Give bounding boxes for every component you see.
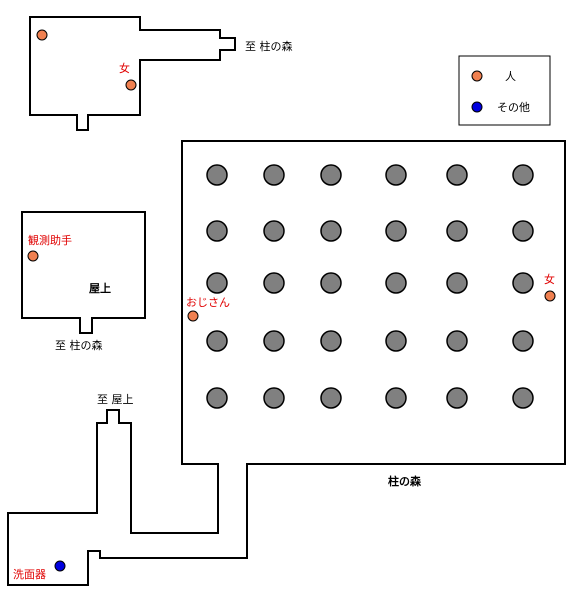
pillar-r3-c4 bbox=[385, 272, 407, 294]
pillar-r2-c3 bbox=[320, 220, 342, 242]
pillar-r1-c5 bbox=[446, 164, 468, 186]
pillar-r4-c2 bbox=[263, 330, 285, 352]
washroom-label: 洗面器 bbox=[13, 568, 46, 581]
pillar-r3-c1 bbox=[206, 272, 228, 294]
pillar-r5-c2 bbox=[263, 387, 285, 409]
rooftop-name-label: 屋上 bbox=[89, 281, 111, 295]
pillar-r1-c4 bbox=[385, 164, 407, 186]
person-marker-room1-a bbox=[36, 29, 48, 41]
room1-woman-label: 女 bbox=[119, 61, 130, 75]
forest-uncle-label: おじさん bbox=[186, 296, 230, 309]
pillar-r4-c1 bbox=[206, 330, 228, 352]
person-marker-assistant bbox=[27, 250, 39, 262]
room-1-walls bbox=[29, 16, 236, 131]
pillar-r5-c3 bbox=[320, 387, 342, 409]
pillar-r2-c1 bbox=[206, 220, 228, 242]
legend-other-icon bbox=[471, 101, 483, 113]
pillar-r2-c6 bbox=[512, 220, 534, 242]
pillar-r1-c6 bbox=[512, 164, 534, 186]
pillar-r2-c4 bbox=[385, 220, 407, 242]
person-marker-room1-woman bbox=[125, 79, 137, 91]
other-marker-washroom bbox=[54, 560, 66, 572]
pillar-r3-c3 bbox=[320, 272, 342, 294]
corridor-exit-label: 至 屋上 bbox=[97, 393, 134, 406]
forest-name-label: 柱の森 bbox=[388, 474, 422, 488]
legend-box bbox=[458, 55, 551, 126]
rooftop-walls bbox=[21, 211, 146, 334]
pillar-r1-c2 bbox=[263, 164, 285, 186]
legend-other-label: その他 bbox=[497, 101, 530, 114]
pillar-r5-c5 bbox=[446, 387, 468, 409]
person-marker-forest-woman bbox=[544, 290, 556, 302]
person-marker-uncle bbox=[187, 310, 199, 322]
pillar-r2-c2 bbox=[263, 220, 285, 242]
pillar-r5-c4 bbox=[385, 387, 407, 409]
pillar-r1-c1 bbox=[206, 164, 228, 186]
rooftop-exit-label: 至 柱の森 bbox=[55, 338, 103, 352]
legend-person-icon bbox=[471, 70, 483, 82]
room1-exit-label: 至 柱の森 bbox=[245, 39, 293, 53]
pillar-r5-c1 bbox=[206, 387, 228, 409]
corridor-and-forest-walls bbox=[7, 140, 566, 586]
pillar-r2-c5 bbox=[446, 220, 468, 242]
legend-person-label: 人 bbox=[505, 70, 516, 83]
pillar-r4-c6 bbox=[512, 330, 534, 352]
pillar-r4-c3 bbox=[320, 330, 342, 352]
pillar-grid bbox=[206, 164, 534, 409]
pillar-r3-c6 bbox=[512, 272, 534, 294]
pillar-r5-c6 bbox=[512, 387, 534, 409]
pillar-r4-c4 bbox=[385, 330, 407, 352]
pillar-r3-c5 bbox=[446, 272, 468, 294]
rooftop-assistant-label: 観測助手 bbox=[28, 233, 72, 247]
pillar-r3-c2 bbox=[263, 272, 285, 294]
pillar-r4-c5 bbox=[446, 330, 468, 352]
pillar-r1-c3 bbox=[320, 164, 342, 186]
forest-woman-label: 女 bbox=[544, 272, 555, 286]
